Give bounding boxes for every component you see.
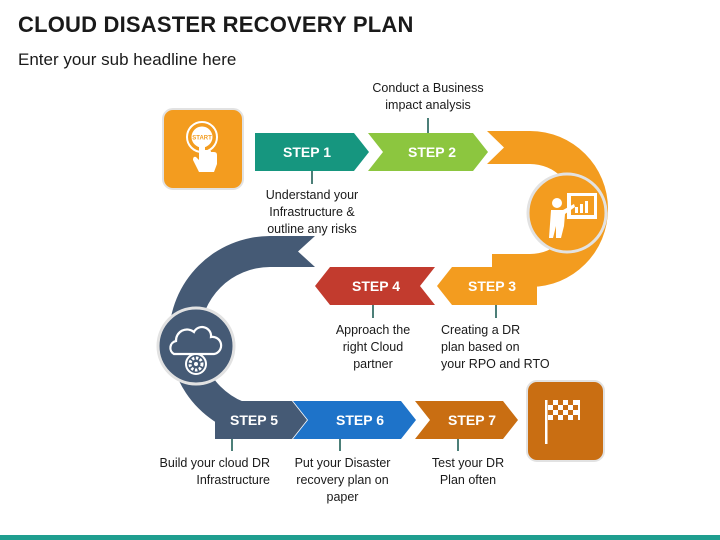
step-7-arrow — [415, 401, 518, 439]
step-2-caption: Conduct a Business impact analysis — [372, 81, 484, 112]
step-4-label: STEP 4 — [352, 278, 400, 294]
step-1-label: STEP 1 — [283, 144, 331, 160]
step-4-arrow — [315, 267, 435, 305]
bottom-accent-bar — [0, 535, 720, 540]
step-3-caption: Creating a DR plan based on your RPO and… — [441, 323, 550, 371]
step-5-caption: Build your cloud DR Infrastructure — [159, 456, 270, 487]
step-3-arrow — [437, 267, 537, 305]
step-7-caption: Test your DR Plan often — [431, 456, 505, 487]
step-1-arrow — [255, 133, 369, 171]
start-button-icon: START — [162, 108, 244, 190]
step-6-label: STEP 6 — [336, 412, 384, 428]
cloud-gear-icon — [156, 306, 236, 386]
step-1-caption: Understand your Infrastructure & outline… — [265, 188, 359, 236]
step-6-caption: Put your Disaster recovery plan on paper — [294, 456, 391, 504]
left-curve-band — [169, 236, 315, 438]
step-7-label: STEP 7 — [448, 412, 496, 428]
step-6-arrow — [293, 401, 416, 439]
start-label: START — [192, 136, 212, 142]
step-5-label: STEP 5 — [230, 412, 278, 428]
step-3-label: STEP 3 — [468, 278, 516, 294]
step-2-arrow — [368, 133, 488, 171]
connector-lines — [231, 118, 497, 451]
checkered-flag-icon — [526, 380, 605, 462]
step-4-caption: Approach the right Cloud partner — [335, 323, 411, 371]
presentation-icon — [526, 172, 608, 254]
page-title: CLOUD DISASTER RECOVERY PLAN — [18, 12, 414, 37]
step-2-label: STEP 2 — [408, 144, 456, 160]
page-subtitle: Enter your sub headline here — [18, 50, 237, 69]
step-5-arrow — [215, 401, 307, 439]
